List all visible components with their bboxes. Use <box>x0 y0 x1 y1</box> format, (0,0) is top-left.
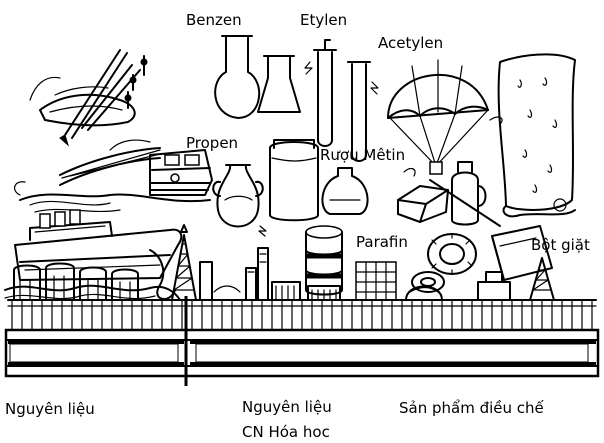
label-etylen: Etylen <box>300 11 347 29</box>
label-parafin: Parafin <box>356 233 408 251</box>
oil-derrick-left <box>172 225 196 300</box>
acetylen-parachute <box>388 60 502 174</box>
storage-tanks <box>14 264 138 301</box>
butter-box <box>398 169 448 222</box>
etylen-cylinders <box>305 40 378 161</box>
label-ruou-metin: Rượu Mêtin <box>320 146 405 164</box>
ground-cross-section <box>6 296 598 386</box>
label-san-pham: Sản phẩm điều chế <box>399 399 544 417</box>
pens-illustration <box>30 50 147 145</box>
benzen-flasks <box>215 36 300 118</box>
ship-illustration <box>5 210 181 300</box>
label-bot-giat: Bột giặt <box>531 236 590 254</box>
factory-buildings <box>200 248 554 300</box>
label-cn-hoa-hoc: CN Hóa hoc <box>242 423 330 441</box>
train-illustration <box>15 140 212 212</box>
jar-illustration <box>270 140 318 220</box>
ruou-metin-bottle <box>322 168 367 214</box>
label-nguyen-lieu-cn: Nguyên liệu <box>242 398 332 416</box>
parafin-stack <box>306 226 342 295</box>
label-nguyen-lieu: Nguyên liệu <box>5 400 95 418</box>
tyres-illustration <box>412 234 476 292</box>
propen-vase <box>213 165 266 236</box>
scroll-illustration <box>499 54 575 216</box>
label-propen: Propen <box>186 134 238 152</box>
label-acetylen: Acetylen <box>378 34 443 52</box>
label-benzen: Benzen <box>186 11 242 29</box>
